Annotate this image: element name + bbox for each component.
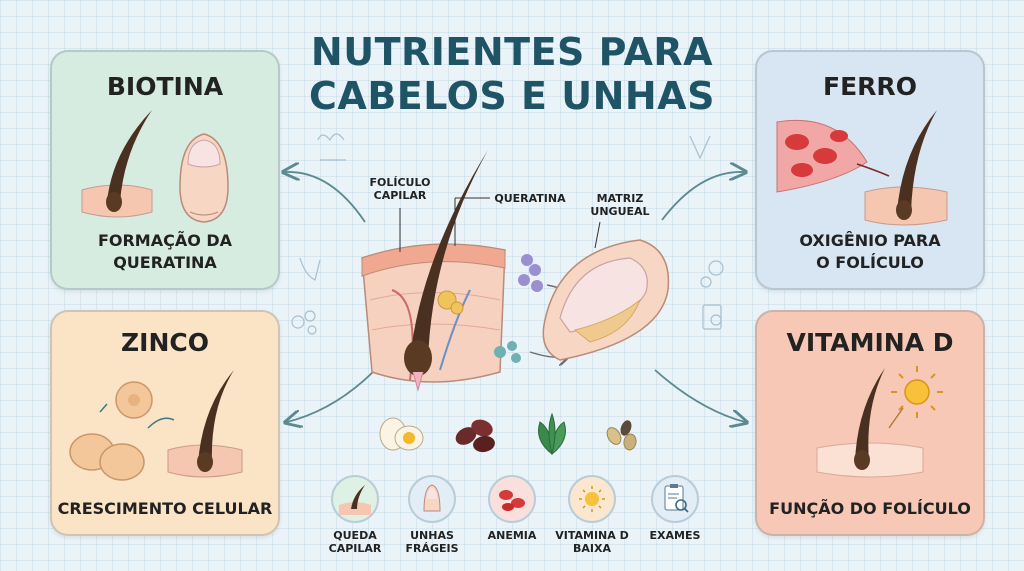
card-zinco: ZINCO CRESCIMENTO CELULAR (50, 310, 280, 536)
card-ferro: FERRO OXIGÊNIO PARA O FOLÍCULO (755, 50, 985, 290)
badge-3-line2: BAIXA (573, 542, 611, 555)
card-vitamina-d: VITAMINA D FUNÇÃO DO FOLÍCULO (755, 310, 985, 536)
badge-0-line1: QUEDA (333, 529, 377, 542)
badge-2-line1: ANEMIA (487, 529, 537, 542)
card-biotina-caption: FORMAÇÃO DA QUERATINA (52, 230, 278, 274)
badge-3-line1: VITAMINA D (555, 529, 629, 542)
label-foliculo-line2: CAPILAR (373, 189, 427, 202)
badge-exames: EXAMES (630, 475, 720, 542)
finger-nail (542, 239, 670, 361)
label-matriz-line1: MATRIZ (596, 192, 644, 205)
label-matriz-line2: UNGUEAL (590, 205, 650, 218)
badge-vitamina-d-baixa: VITAMINA D BAIXA (547, 475, 637, 555)
bean-icon (455, 419, 495, 453)
sun-icon (568, 475, 616, 523)
nail-icon (408, 475, 456, 523)
arrow-to-zinco (287, 369, 376, 422)
card-ferro-caption-2: O FOLÍCULO (816, 253, 924, 272)
blood-cells-icon (488, 475, 536, 523)
arrow-to-vitd (654, 369, 745, 422)
page-title: NUTRIENTES PARA CABELOS E UNHAS (300, 30, 724, 118)
keratin-molecule (518, 254, 543, 292)
egg-icon (379, 417, 424, 451)
card-ferro-caption: OXIGÊNIO PARA O FOLÍCULO (757, 230, 983, 274)
background-doodles (291, 133, 724, 335)
badge-unhas-frageis: UNHAS FRÁGEIS (387, 475, 477, 555)
badge-anemia: ANEMIA (467, 475, 557, 542)
arrow-to-biotina (285, 172, 366, 223)
clipboard-icon (651, 475, 699, 523)
card-zinco-caption: CRESCIMENTO CELULAR (57, 499, 273, 518)
label-matriz-ungueal: MATRIZ UNGUEAL (580, 192, 660, 218)
card-vitamina-d-caption: FUNÇÃO DO FOLÍCULO (769, 499, 971, 518)
seed-icon (606, 420, 637, 451)
card-biotina: BIOTINA FORMAÇÃO DA QUERATINA (50, 50, 280, 290)
ferro-illustration (776, 110, 948, 226)
vitamina-d-illustration (816, 366, 943, 478)
badge-4-line1: EXAMES (649, 529, 701, 542)
badge-queda-capilar: QUEDA CAPILAR (310, 475, 400, 555)
card-zinco-title: ZINCO (121, 328, 209, 357)
label-foliculo-line1: FOLÍCULO (369, 176, 431, 189)
card-ferro-caption-1: OXIGÊNIO PARA (799, 231, 941, 250)
title-line-1: NUTRIENTES PARA (310, 30, 714, 74)
skin-cross-section (361, 150, 506, 392)
spinach-icon (538, 412, 566, 456)
card-vitamina-d-title: VITAMINA D (786, 328, 954, 357)
label-foliculo-capilar: FOLÍCULO CAPILAR (362, 176, 438, 202)
badge-1-line2: FRÁGEIS (405, 542, 459, 555)
hair-icon (331, 475, 379, 523)
card-biotina-caption-1: FORMAÇÃO DA (97, 231, 233, 250)
biotina-illustration (81, 110, 229, 223)
title-line-2: CABELOS E UNHAS (309, 74, 715, 118)
card-biotina-title: BIOTINA (106, 72, 224, 101)
zinco-illustration (69, 370, 243, 481)
label-queratina: QUERATINA (494, 192, 566, 205)
mineral-dots (494, 341, 521, 363)
badge-1-line1: UNHAS (410, 529, 454, 542)
card-biotina-caption-2: QUERATINA (113, 253, 217, 272)
card-ferro-title: FERRO (823, 72, 917, 101)
badge-0-line2: CAPILAR (328, 542, 382, 555)
arrow-to-ferro (661, 172, 744, 221)
